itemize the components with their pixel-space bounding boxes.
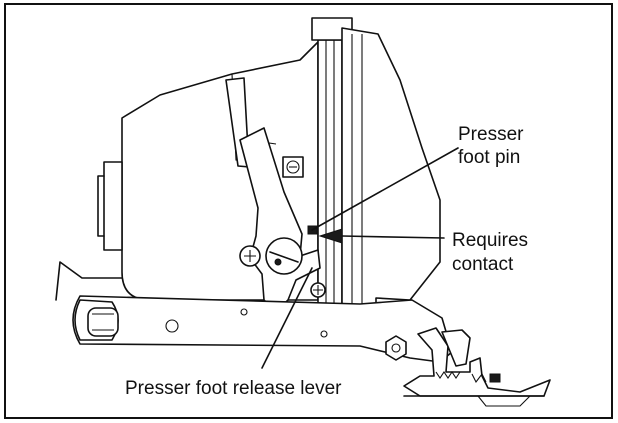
leader-lines [261,147,459,369]
requires-contact-label-line2: contact [452,254,514,275]
presser-foot-pin-label-line1: Presser [458,124,524,145]
release-lever-leader [261,267,313,369]
presser-foot [403,327,551,407]
machine-bed [55,261,453,363]
presser-foot-pin-leader [311,147,459,231]
requires-contact-label-line1: Requires [452,230,528,251]
presser-foot-release-lever-label: Presser foot release lever [125,378,342,399]
requires-contact-leader [341,235,445,239]
requires-contact-arrowhead [318,228,343,244]
presser-foot-pin-label-line2: foot pin [458,147,520,168]
release-lever [239,127,326,313]
